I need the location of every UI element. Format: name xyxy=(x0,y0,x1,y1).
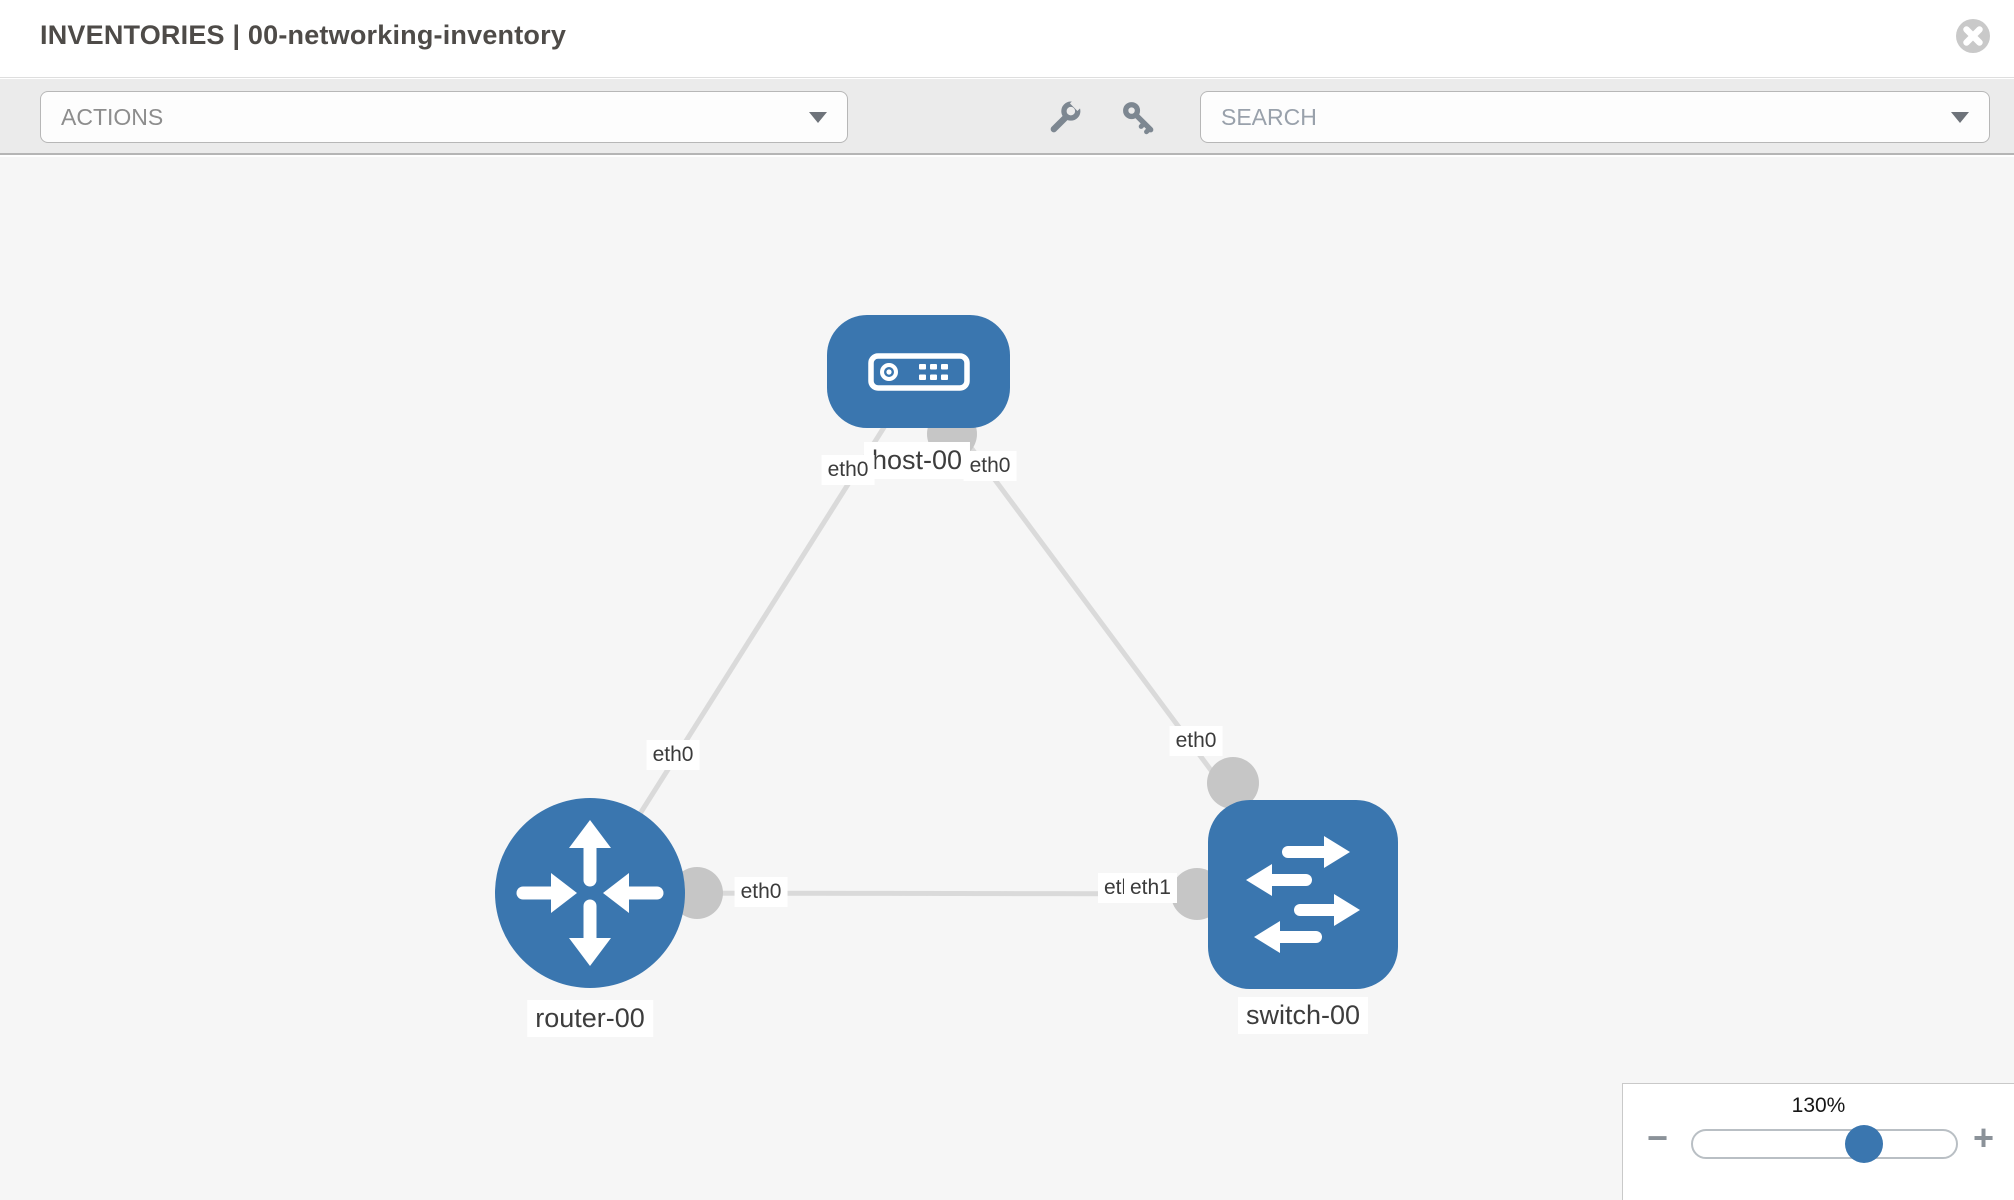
wrench-icon xyxy=(1050,97,1084,133)
zoom-control-panel: 130% − + xyxy=(1622,1083,2014,1200)
wrench-button[interactable] xyxy=(1048,97,1084,135)
node-label-switch-00: switch-00 xyxy=(1237,997,1369,1034)
node-switch-00[interactable] xyxy=(1208,800,1398,989)
interface-label-router-eth0-to-switch: eth0 xyxy=(734,877,788,907)
toolbar: ACTIONS SEARCH xyxy=(0,79,2014,155)
chevron-down-icon xyxy=(809,111,827,123)
node-label-host-00: host-00 xyxy=(863,442,971,479)
interface-label-router-eth0-to-host: eth0 xyxy=(646,740,700,770)
key-button[interactable] xyxy=(1122,101,1156,135)
interface-dot-switch-top xyxy=(1207,757,1259,809)
node-host-00[interactable] xyxy=(827,315,1010,428)
node-router-00[interactable] xyxy=(495,798,685,988)
interface-label-host-eth0-to-switch: eth0 xyxy=(963,451,1017,481)
zoom-slider[interactable] xyxy=(1691,1125,1958,1163)
header: INVENTORIES | 00-networking-inventory xyxy=(0,0,2014,78)
switch-arrows-icon xyxy=(1246,836,1360,953)
actions-dropdown-label: ACTIONS xyxy=(61,103,164,130)
zoom-in-button[interactable]: + xyxy=(1973,1117,1995,1158)
zoom-slider-thumb[interactable] xyxy=(1845,1125,1883,1163)
node-label-router-00: router-00 xyxy=(527,1000,653,1037)
interface-label-switch-eth0-to-host: eth0 xyxy=(1169,726,1223,756)
zoom-out-button[interactable]: − xyxy=(1647,1117,1669,1158)
interface-label-switch-eth1-to-router: eth1 xyxy=(1124,873,1177,903)
chevron-down-icon xyxy=(1951,111,1969,123)
topology-canvas[interactable]: host-00 router-00 switch-00 eth0 eth0 et… xyxy=(0,157,2014,1200)
router-arrows-icon xyxy=(516,820,664,966)
search-dropdown[interactable]: SEARCH xyxy=(1200,91,1990,143)
close-icon xyxy=(1956,19,1990,53)
search-placeholder: SEARCH xyxy=(1221,103,1317,130)
host-device-icon xyxy=(867,352,970,391)
actions-dropdown[interactable]: ACTIONS xyxy=(40,91,848,143)
zoom-level: 130% xyxy=(1791,1094,1846,1117)
key-icon xyxy=(1123,102,1154,135)
topology-links-layer xyxy=(587,373,1306,920)
interface-label-host-eth0-to-router: eth0 xyxy=(821,455,875,485)
page-title: INVENTORIES | 00-networking-inventory xyxy=(40,20,567,50)
close-button[interactable] xyxy=(1953,16,1993,56)
